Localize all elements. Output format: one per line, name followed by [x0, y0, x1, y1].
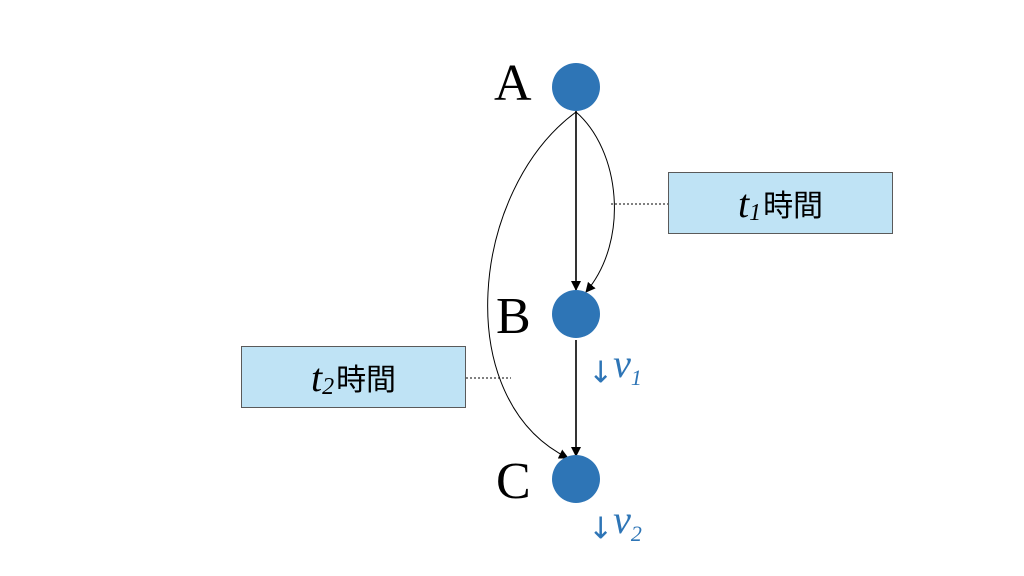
point-label-b: B — [496, 288, 531, 345]
down-arrow-icon: ↓ — [588, 355, 614, 391]
velocity-label-v1: ↓v1 — [588, 341, 642, 391]
point-label-c: C — [496, 453, 531, 510]
velocity-sub-v2: 2 — [630, 521, 642, 546]
velocity-label-v2: ↓v2 — [588, 497, 642, 547]
time-sub-t1: 1 — [749, 199, 762, 226]
curve-a-to-c — [487, 111, 577, 459]
point-label-a: A — [494, 55, 532, 112]
curve-a-to-b — [575, 111, 615, 293]
down-arrow-icon: ↓ — [588, 511, 614, 547]
velocity-var-v1: v — [613, 341, 631, 386]
velocity-sub-v1: 1 — [630, 365, 642, 390]
velocity-var-v2: v — [613, 497, 631, 542]
node-a — [552, 63, 600, 111]
time-text-t1: 時間 — [763, 189, 824, 224]
node-c — [552, 455, 600, 503]
time-sub-t2: 2 — [322, 373, 335, 400]
node-b — [552, 290, 600, 338]
time-text-t2: 時間 — [336, 363, 397, 398]
time-var-t2: t — [310, 354, 323, 400]
time-var-t1: t — [737, 180, 750, 226]
